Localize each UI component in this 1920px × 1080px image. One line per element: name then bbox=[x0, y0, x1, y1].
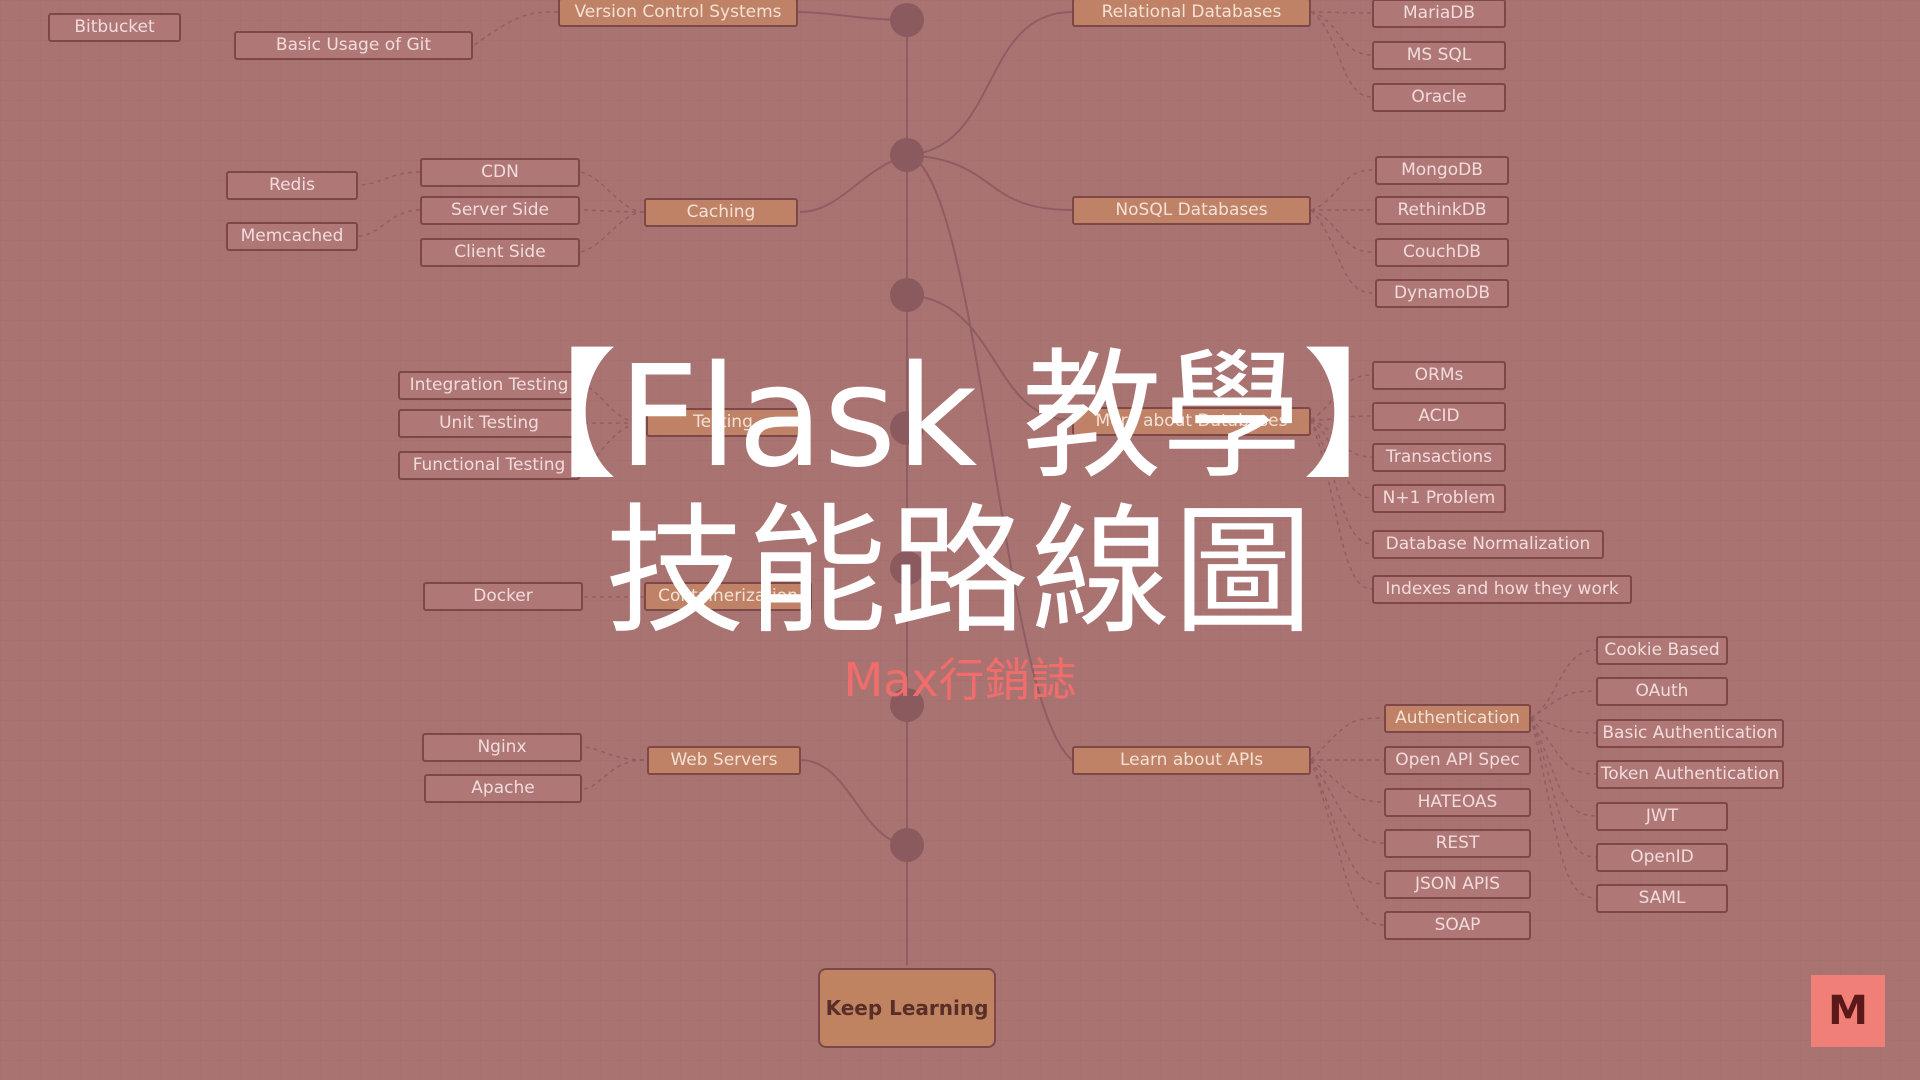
brand-logo: M bbox=[1811, 975, 1885, 1047]
node-more-about-databases[interactable]: More about Databases bbox=[1072, 407, 1311, 436]
node-oracle[interactable]: Oracle bbox=[1372, 83, 1506, 112]
node-cdn[interactable]: CDN bbox=[420, 158, 580, 187]
keep-learning-node[interactable]: Keep Learning bbox=[818, 968, 996, 1048]
node-orms[interactable]: ORMs bbox=[1372, 361, 1506, 390]
page-title-line-2: 技能路線圖 bbox=[604, 491, 1315, 654]
node-couchdb[interactable]: CouchDB bbox=[1375, 238, 1509, 267]
node-basic-authentication[interactable]: Basic Authentication bbox=[1596, 719, 1784, 748]
node-open-api-spec[interactable]: Open API Spec bbox=[1384, 746, 1531, 775]
node-client-side[interactable]: Client Side bbox=[420, 238, 580, 267]
node-acid[interactable]: ACID bbox=[1372, 402, 1506, 431]
node-testing[interactable]: Testing bbox=[646, 408, 800, 437]
node-authentication[interactable]: Authentication bbox=[1384, 704, 1531, 733]
node-oauth[interactable]: OAuth bbox=[1596, 677, 1728, 706]
node-docker[interactable]: Docker bbox=[423, 582, 583, 611]
node-containerization[interactable]: Containerization bbox=[644, 582, 812, 611]
node-rethinkdb[interactable]: RethinkDB bbox=[1375, 196, 1509, 225]
node-soap[interactable]: SOAP bbox=[1384, 911, 1531, 940]
node-rest[interactable]: REST bbox=[1384, 829, 1531, 858]
roadmap-hub bbox=[890, 828, 924, 862]
node-web-servers[interactable]: Web Servers bbox=[647, 746, 801, 775]
node-nosql-databases[interactable]: NoSQL Databases bbox=[1072, 196, 1311, 225]
node-functional-testing[interactable]: Functional Testing bbox=[398, 451, 580, 480]
node-server-side[interactable]: Server Side bbox=[420, 196, 580, 225]
node-bitbucket[interactable]: Bitbucket bbox=[48, 13, 181, 42]
roadmap-hub bbox=[890, 688, 924, 722]
node-integration-testing[interactable]: Integration Testing bbox=[398, 371, 580, 400]
node-hateoas[interactable]: HATEOAS bbox=[1384, 788, 1531, 817]
subtitle-brand: Max行銷誌 bbox=[843, 653, 1077, 707]
roadmap-hub bbox=[890, 138, 924, 172]
node-nginx[interactable]: Nginx bbox=[422, 733, 582, 762]
node-version-control-systems[interactable]: Version Control Systems bbox=[558, 0, 798, 27]
node-caching[interactable]: Caching bbox=[644, 198, 798, 227]
node-database-normalization[interactable]: Database Normalization bbox=[1372, 530, 1604, 559]
node-apache[interactable]: Apache bbox=[424, 774, 582, 803]
node-n1-problem[interactable]: N+1 Problem bbox=[1372, 484, 1506, 513]
node-token-authentication[interactable]: Token Authentication bbox=[1596, 760, 1784, 789]
node-indexes[interactable]: Indexes and how they work bbox=[1372, 575, 1632, 604]
node-basic-usage-of-git[interactable]: Basic Usage of Git bbox=[234, 31, 473, 60]
node-memcached[interactable]: Memcached bbox=[226, 222, 358, 251]
node-jwt[interactable]: JWT bbox=[1596, 802, 1728, 831]
roadmap-hub bbox=[890, 278, 924, 312]
node-unit-testing[interactable]: Unit Testing bbox=[398, 409, 580, 438]
node-mongodb[interactable]: MongoDB bbox=[1375, 156, 1509, 185]
node-json-apis[interactable]: JSON APIS bbox=[1384, 870, 1531, 899]
page-title-line-1: 【Flask 教學】 bbox=[478, 336, 1442, 499]
node-dynamodb[interactable]: DynamoDB bbox=[1375, 279, 1509, 308]
node-ms-sql[interactable]: MS SQL bbox=[1372, 41, 1506, 70]
node-learn-about-apis[interactable]: Learn about APIs bbox=[1072, 746, 1311, 775]
node-mariadb[interactable]: MariaDB bbox=[1372, 0, 1506, 28]
roadmap-hub bbox=[890, 551, 924, 585]
node-transactions[interactable]: Transactions bbox=[1372, 443, 1506, 472]
node-relational-databases[interactable]: Relational Databases bbox=[1072, 0, 1311, 27]
roadmap-hub bbox=[890, 3, 924, 37]
node-cookie-based[interactable]: Cookie Based bbox=[1596, 636, 1728, 665]
roadmap-hub bbox=[890, 411, 924, 445]
node-saml[interactable]: SAML bbox=[1596, 884, 1728, 913]
node-openid[interactable]: OpenID bbox=[1596, 843, 1728, 872]
node-redis[interactable]: Redis bbox=[226, 171, 358, 200]
